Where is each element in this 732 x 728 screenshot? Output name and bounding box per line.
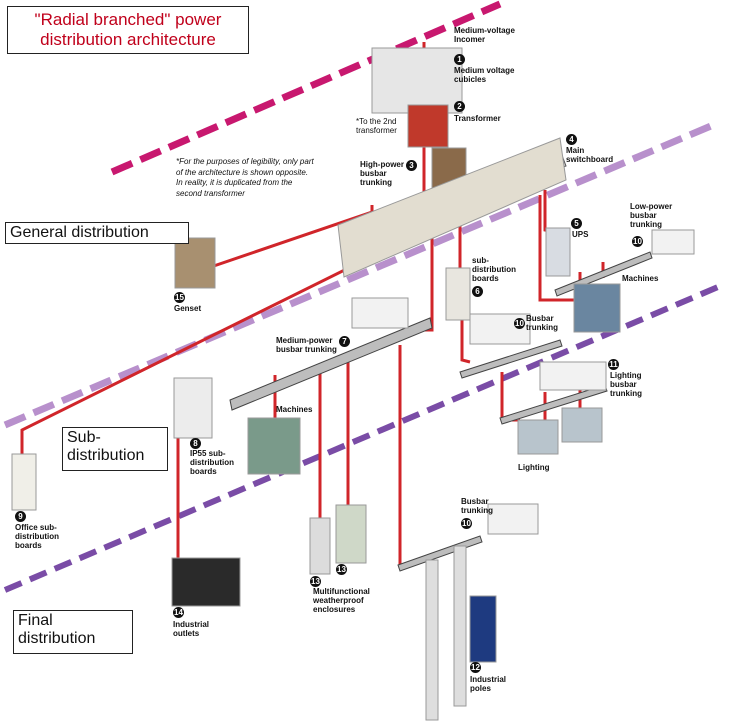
label-medium-power-busbar: Medium-power busbar trunking bbox=[276, 336, 337, 354]
genset-image bbox=[174, 237, 216, 289]
marker-4: 4 bbox=[566, 134, 577, 145]
zone-label-final: Final distribution bbox=[13, 610, 133, 654]
label-ups: UPS bbox=[572, 230, 589, 239]
label-mv-incomer: Medium-voltage Incomer bbox=[454, 26, 515, 44]
marker-3: 3 bbox=[406, 160, 417, 171]
ups-image bbox=[545, 227, 571, 277]
weatherproof-image-1 bbox=[309, 517, 331, 575]
marker-1: 1 bbox=[454, 54, 465, 65]
ip55-image bbox=[173, 377, 213, 439]
marker-10-c: 10 bbox=[461, 518, 472, 529]
main-switchboard-image bbox=[337, 137, 567, 278]
label-low-power-busbar: Low-power busbar trunking bbox=[630, 202, 673, 229]
medium-busbar-image bbox=[351, 297, 409, 329]
sub-boards-image bbox=[445, 267, 471, 321]
pole-2 bbox=[453, 545, 467, 707]
label-sub-distribution-boards: sub-distribution boards bbox=[472, 256, 516, 283]
zone-label-sub: Sub-distribution bbox=[62, 427, 168, 471]
label-office-boards: Office sub-distribution boards bbox=[15, 523, 59, 550]
marker-11: 11 bbox=[608, 359, 619, 370]
pole-1 bbox=[425, 559, 439, 721]
machines-image-1 bbox=[573, 283, 621, 333]
marker-13-a: 13 bbox=[310, 576, 321, 587]
label-high-power-busbar: High-power busbar trunking bbox=[360, 160, 404, 187]
zone-label-general: General distribution bbox=[5, 222, 189, 244]
marker-10-b: 10 bbox=[514, 318, 525, 329]
label-machines-1: Machines bbox=[622, 274, 659, 283]
label-to-2nd-transformer: *To the 2nd transformer bbox=[356, 117, 397, 135]
busbar-image-3 bbox=[487, 503, 539, 535]
separator-band-sub bbox=[3, 284, 720, 593]
separator-band-top bbox=[110, 0, 502, 176]
label-busbar-trunking-1: Busbar trunking bbox=[526, 314, 558, 332]
marker-8: 8 bbox=[190, 438, 201, 449]
label-industrial-poles: Industrial poles bbox=[470, 675, 507, 693]
industrial-poles-image bbox=[469, 595, 497, 663]
label-mv-cubicles: Medium voltage cubicles bbox=[454, 66, 515, 84]
label-weatherproof: Multifunctional weatherproof enclosures bbox=[313, 587, 370, 614]
label-main-switchboard: Main switchboard bbox=[566, 146, 614, 164]
mv-cubicles-image bbox=[371, 47, 463, 114]
office-boards-image bbox=[11, 453, 37, 511]
separator-band-general bbox=[3, 119, 720, 429]
title-box: "Radial branched" power distribution arc… bbox=[7, 6, 249, 54]
marker-15: 15 bbox=[174, 292, 185, 303]
lighting-image-2 bbox=[561, 407, 603, 443]
marker-7: 7 bbox=[339, 336, 350, 347]
lighting-image-1 bbox=[517, 419, 559, 455]
diagram-title: "Radial branched" power distribution arc… bbox=[34, 10, 222, 49]
label-transformer: Transformer bbox=[454, 114, 501, 123]
marker-5: 5 bbox=[571, 218, 582, 229]
marker-9: 9 bbox=[15, 511, 26, 522]
lighting-busbar-image bbox=[539, 361, 607, 391]
low-power-busbar-image bbox=[651, 229, 695, 255]
transformer-image bbox=[407, 104, 449, 148]
legibility-note: *For the purposes of legibility, only pa… bbox=[176, 157, 314, 198]
machines-image-2 bbox=[247, 417, 301, 475]
label-genset: Genset bbox=[174, 304, 202, 313]
industrial-outlets-image bbox=[171, 557, 241, 607]
equipment-images bbox=[11, 47, 695, 721]
label-machines-2: Machines bbox=[276, 405, 313, 414]
marker-14: 14 bbox=[173, 607, 184, 618]
label-industrial-outlets: Industrial outlets bbox=[173, 620, 210, 638]
marker-6: 6 bbox=[472, 286, 483, 297]
label-ip55-boards: IP55 sub-distribution boards bbox=[190, 449, 234, 476]
weatherproof-image-2 bbox=[335, 504, 367, 564]
marker-13-b: 13 bbox=[336, 564, 347, 575]
marker-10-a: 10 bbox=[632, 236, 643, 247]
marker-12: 12 bbox=[470, 662, 481, 673]
label-lighting: Lighting bbox=[518, 463, 550, 472]
marker-2: 2 bbox=[454, 101, 465, 112]
cables bbox=[20, 42, 605, 590]
label-busbar-trunking-2: Busbar trunking bbox=[461, 497, 493, 515]
label-lighting-busbar: Lighting busbar trunking bbox=[610, 371, 642, 398]
